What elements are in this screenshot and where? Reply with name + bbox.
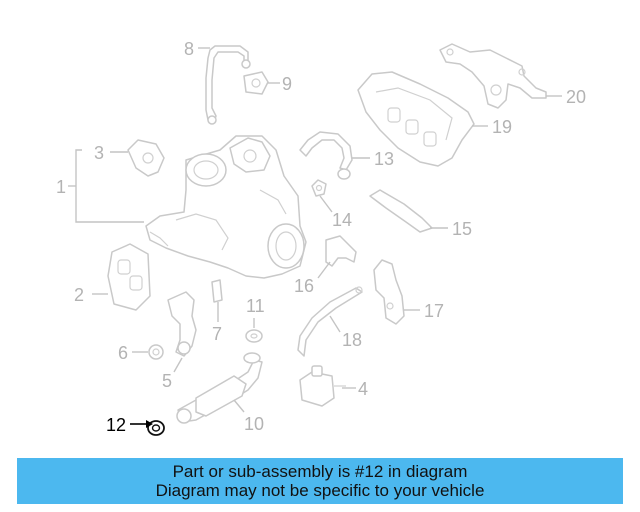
- part-20-bracket: [439, 43, 547, 109]
- part-15-shield: [369, 189, 433, 233]
- callout-5: 5: [162, 371, 172, 391]
- callout-13: 13: [374, 149, 394, 169]
- callout-19: 19: [492, 117, 512, 137]
- part-17-bracket: [373, 259, 405, 325]
- callout-18: 18: [342, 330, 362, 350]
- part-16-bracket: [325, 235, 357, 267]
- part-18-support-rod: [297, 286, 363, 357]
- callout-20: 20: [566, 87, 586, 107]
- part-5-pipe: [167, 291, 197, 357]
- callout-4: 4: [358, 379, 368, 399]
- part-7-stud: [211, 279, 223, 303]
- callout-7: 7: [212, 324, 222, 344]
- callout-17: 17: [424, 301, 444, 321]
- banner-line-1: Part or sub-assembly is #12 in diagram: [172, 462, 468, 481]
- callout-1: 1: [56, 177, 66, 197]
- callout-12-arrow: [130, 420, 153, 428]
- part-8-pipe: [205, 45, 251, 125]
- callout-10: 10: [244, 414, 264, 434]
- callout-12: 12: [106, 415, 126, 435]
- callout-15: 15: [452, 219, 472, 239]
- banner-line-2: Diagram may not be specific to your vehi…: [155, 481, 485, 500]
- callout-6: 6: [118, 343, 128, 363]
- callout-2: 2: [74, 285, 84, 305]
- callout-14: 14: [332, 210, 352, 230]
- part-2-gasket: [107, 243, 151, 311]
- part-11-gasket: [245, 329, 263, 343]
- part-19-heat-shield: [357, 71, 475, 167]
- part-14-gasket: [311, 179, 327, 197]
- part-1-turbocharger: [145, 135, 307, 279]
- callout-9: 9: [282, 74, 292, 94]
- callout-11: 11: [246, 296, 265, 316]
- parts-diagram: 1 2 3 4 5 6 7 8 9 10 11 12 13 14 15 16 1…: [56, 39, 586, 436]
- part-10-pipe: [176, 352, 263, 424]
- part-4-valve: [299, 365, 346, 407]
- part-9-gasket: [243, 71, 269, 95]
- callout-16: 16: [294, 276, 314, 296]
- callout-8: 8: [184, 39, 194, 59]
- part-6-seal: [148, 344, 164, 360]
- callout-3: 3: [94, 143, 104, 163]
- info-banner: Part or sub-assembly is #12 in diagram D…: [17, 458, 623, 504]
- part-13-oil-line: [299, 131, 353, 180]
- part-3-actuator: [127, 139, 165, 177]
